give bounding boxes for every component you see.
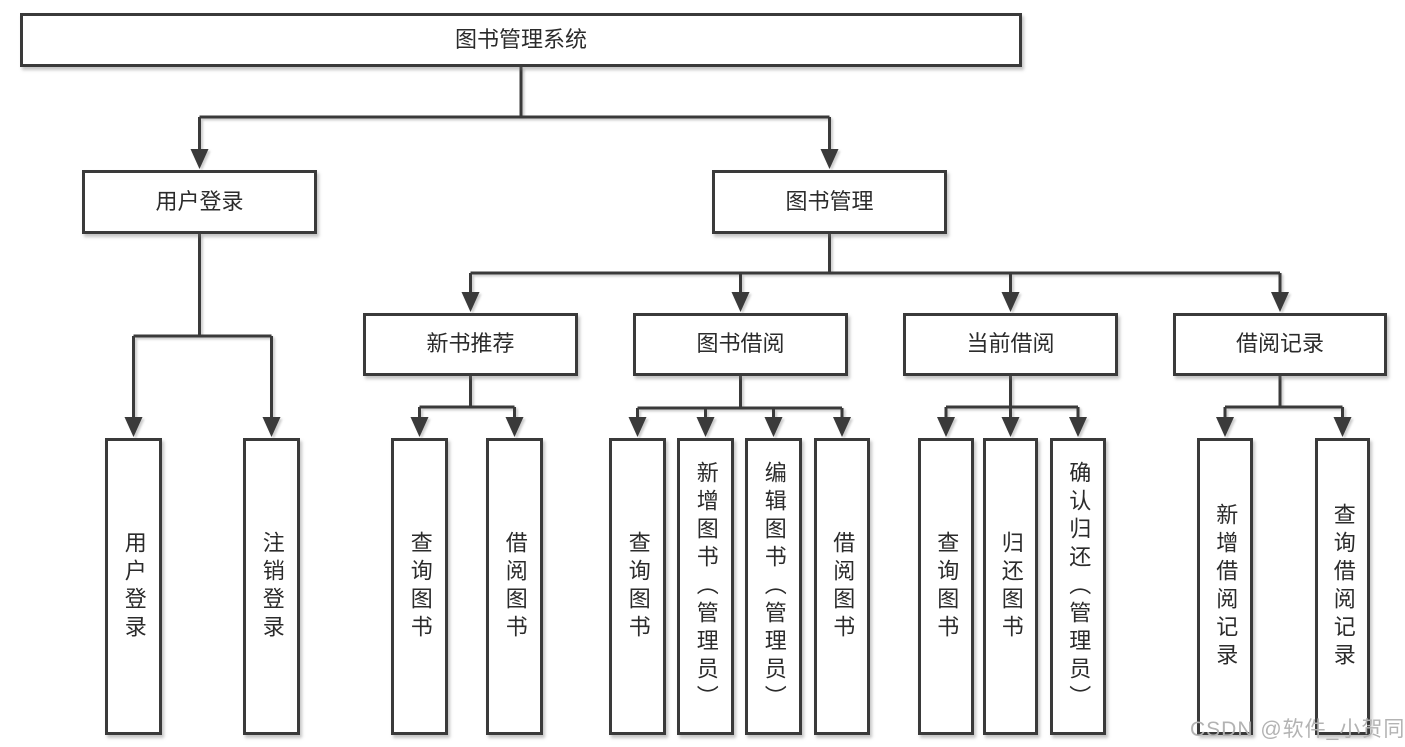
leaf-query-books-1: 查询图书 [391, 438, 448, 735]
edge-user-login-to-leaves [132, 234, 273, 417]
leaf-label: 归还图书 [998, 530, 1024, 643]
node-borrowing-records: 借阅记录 [1173, 313, 1387, 376]
leaf-label: 查询图书 [934, 530, 960, 643]
leaf-query-books-3: 查询图书 [918, 438, 974, 735]
leaf-edit-book-admin: 编辑图书（管理员） [745, 438, 802, 735]
edge-current-borrow-to-leaves [944, 376, 1080, 417]
node-current-borrowing: 当前借阅 [903, 313, 1118, 376]
node-label: 新书推荐 [426, 331, 515, 357]
leaf-add-borrow-record: 新增借阅记录 [1197, 438, 1253, 735]
leaf-label: 用户登录 [121, 530, 147, 643]
node-root-label: 图书管理系统 [454, 26, 587, 52]
node-user-login-branch: 用户登录 [82, 170, 317, 234]
node-new-book-recommend: 新书推荐 [363, 313, 578, 376]
leaf-label: 注销登录 [259, 530, 285, 643]
leaf-query-books-2: 查询图书 [609, 438, 666, 735]
leaf-borrow-books-1: 借阅图书 [486, 438, 543, 735]
leaf-logout: 注销登录 [243, 438, 300, 735]
leaf-label: 借阅图书 [502, 530, 528, 643]
leaf-label: 新增借阅记录 [1213, 502, 1239, 671]
connector-arrowheads [124, 149, 1352, 437]
edge-book-mgmt-to-level2 [469, 234, 1282, 292]
edge-book-borrow-to-leaves [636, 376, 844, 417]
leaf-label: 新增图书（管理员） [693, 460, 719, 713]
leaf-add-book-admin: 新增图书（管理员） [677, 438, 734, 735]
leaf-user-login: 用户登录 [105, 438, 162, 735]
node-label: 当前借阅 [966, 331, 1055, 357]
node-label: 图书管理 [785, 188, 874, 214]
leaf-return-book: 归还图书 [983, 438, 1038, 735]
node-book-borrowing: 图书借阅 [633, 313, 848, 376]
leaf-label: 查询图书 [625, 530, 651, 643]
node-root: 图书管理系统 [20, 13, 1022, 67]
edge-new-book-to-leaves [418, 376, 516, 417]
leaf-query-borrow-record: 查询借阅记录 [1315, 438, 1370, 735]
node-label: 借阅记录 [1235, 331, 1324, 357]
leaf-label: 编辑图书（管理员） [761, 460, 787, 713]
node-label: 图书借阅 [696, 331, 785, 357]
leaf-label: 查询借阅记录 [1330, 502, 1356, 671]
leaf-borrow-books-2: 借阅图书 [814, 438, 870, 735]
node-book-management: 图书管理 [712, 170, 947, 234]
leaf-label: 确认归还（管理员） [1066, 460, 1092, 713]
leaf-label: 查询图书 [407, 530, 433, 643]
watermark: CSDN @软件_小贺同学 [1190, 718, 1405, 741]
edge-borrow-records-to-leaves [1223, 376, 1344, 417]
connector-edges [132, 67, 1344, 417]
leaf-label: 借阅图书 [830, 530, 856, 643]
leaf-confirm-return-admin: 确认归还（管理员） [1050, 438, 1106, 735]
edge-root-to-level1 [198, 67, 831, 149]
node-label: 用户登录 [155, 188, 244, 214]
